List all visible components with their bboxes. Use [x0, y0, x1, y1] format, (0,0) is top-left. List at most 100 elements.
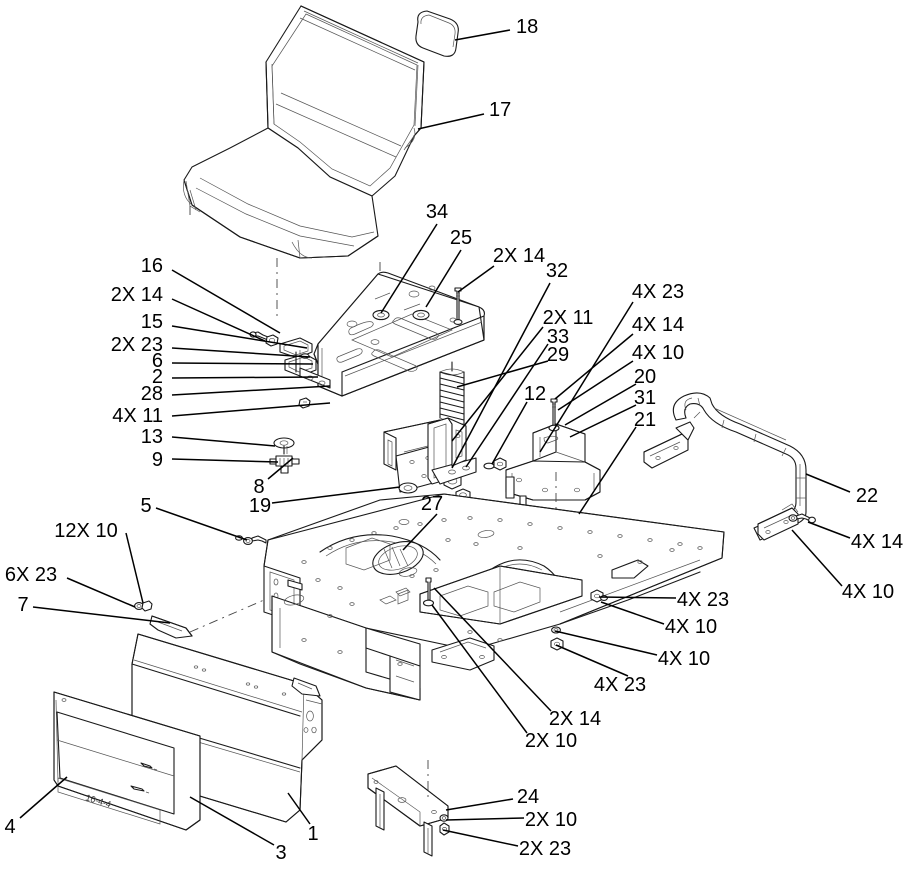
- part-callout-c25: 25: [449, 227, 473, 249]
- leader-line-31: [569, 404, 637, 438]
- leader-line-29: [456, 360, 549, 388]
- leader-line-21: [578, 426, 637, 515]
- leader-line-17: [417, 113, 485, 130]
- part-callout-c12x10: 12X 10: [54, 520, 118, 542]
- part-callout-c32: 32: [545, 260, 569, 282]
- bracket-8: [427, 417, 477, 485]
- handlebar-bolt-hardware: [788, 513, 816, 524]
- leader-line-7: [32, 606, 171, 624]
- deck-bolt-left: [422, 577, 435, 607]
- leader-line-2x-14: [433, 587, 552, 712]
- part-callout-c7: 7: [17, 594, 29, 616]
- plate-grommet-25: [412, 309, 430, 321]
- part-callout-c22: 22: [855, 485, 879, 507]
- leader-line-2x-23: [442, 829, 519, 847]
- part-callout-c8: 8: [253, 476, 265, 498]
- plate-grommet-34: [372, 309, 390, 321]
- part-callout-c20: 20: [633, 366, 657, 388]
- part-callout-c2x11: 2X 11: [542, 307, 594, 329]
- part-callout-c4: 4: [4, 816, 16, 838]
- leader-line-13: [171, 436, 276, 447]
- leader-line-4x-10: [791, 529, 843, 587]
- leader-line-34: [380, 223, 438, 314]
- part-callout-c16: 16: [140, 255, 163, 277]
- part-callout-c2x10a: 2X 10: [524, 730, 578, 752]
- bolt-4x11: [298, 397, 311, 409]
- leader-line-2x-14: [171, 298, 266, 342]
- part-callout-c2x10b: 2X 10: [524, 809, 578, 831]
- leader-line-8: [267, 457, 294, 480]
- part-callout-c4x10d: 4X 10: [657, 648, 711, 670]
- leader-line-32: [451, 282, 551, 469]
- leader-line-6: [171, 362, 314, 365]
- part-callout-c3: 3: [275, 842, 287, 864]
- hardware-5: [243, 535, 267, 545]
- nut-2x14-left: [265, 334, 279, 347]
- part-callout-c12: 12: [523, 383, 547, 405]
- leader-line-15: [171, 325, 308, 349]
- part-callout-c4x23c: 4X 23: [593, 674, 647, 696]
- leader-line-3: [189, 796, 275, 846]
- part-callout-c21: 21: [633, 409, 657, 431]
- leader-line-20: [564, 383, 637, 426]
- part-callout-c4x10b: 4X 10: [841, 581, 895, 603]
- part-callout-c27: 27: [420, 493, 444, 515]
- bolt-4x14-bracket: [550, 398, 558, 427]
- leader-line-25: [425, 249, 462, 308]
- part-callout-c4x10c: 4X 10: [664, 616, 718, 638]
- control-arm-bracket: [493, 398, 601, 596]
- leader-line-4x-14: [807, 521, 851, 539]
- part-callout-c4x14a: 4X 14: [631, 314, 685, 336]
- part-callout-c28: 28: [140, 383, 163, 405]
- part-callout-c17: 17: [489, 99, 512, 121]
- leader-line-28: [171, 385, 331, 396]
- part-callout-c4x14b: 4X 14: [850, 531, 904, 553]
- leader-line-19: [271, 486, 401, 504]
- leader-line-4x-10: [600, 601, 665, 625]
- part-callout-c4x23b: 4X 23: [676, 589, 730, 611]
- leader-line-12x-10: [125, 532, 144, 604]
- leader-line-24: [445, 798, 514, 811]
- leader-lines: [19, 29, 851, 847]
- part-callout-c19: 19: [248, 495, 272, 517]
- bracket-24-hardware: [439, 814, 450, 836]
- seat-assembly: [183, 5, 425, 316]
- coil-spring-29: [439, 368, 465, 425]
- leader-line-4x-10: [557, 360, 634, 411]
- leader-line-4x-11: [171, 402, 331, 417]
- leader-line-6x-23: [66, 577, 136, 608]
- part-callout-c2x14b: 2X 14: [110, 284, 163, 306]
- main-frame: [134, 417, 725, 701]
- frame-holes: [301, 516, 703, 666]
- seat-mount-plate: [313, 271, 485, 397]
- leader-line-4x-23: [555, 644, 629, 677]
- leader-line-18: [454, 29, 511, 41]
- leader-line-4: [19, 776, 68, 819]
- deck-shield-assembly: 16-4-4: [53, 599, 323, 831]
- part-callout-c18: 18: [516, 16, 539, 38]
- handlebar-22: [643, 392, 816, 541]
- leader-line-4x-23: [598, 596, 677, 599]
- leader-line-2x-11: [451, 326, 544, 442]
- part-callout-c4x10a: 4X 10: [631, 342, 685, 364]
- leader-line-4x-10: [554, 630, 658, 656]
- seat-cap-18: [415, 10, 459, 57]
- leader-line-2x-23: [171, 347, 311, 358]
- leader-line-2x-10: [431, 604, 528, 734]
- part-callout-c6: 6: [151, 350, 163, 372]
- leader-line-12: [491, 401, 528, 465]
- part-callout-c2: 2: [151, 366, 163, 388]
- leader-line-4x-14: [554, 333, 634, 400]
- leader-line-22: [805, 473, 851, 493]
- part-callout-c2x14a: 2X 14: [492, 245, 546, 267]
- leader-line-27: [402, 513, 438, 551]
- leader-line-9: [171, 458, 279, 463]
- part-callout-c31: 31: [633, 387, 657, 409]
- part-callout-c6x23: 6X 23: [4, 564, 58, 586]
- leader-line-4x-23: [539, 301, 634, 453]
- part-callout-c2x14c: 2X 14: [548, 708, 602, 730]
- part-callout-c13: 13: [140, 426, 163, 448]
- part-callout-c29: 29: [546, 344, 570, 366]
